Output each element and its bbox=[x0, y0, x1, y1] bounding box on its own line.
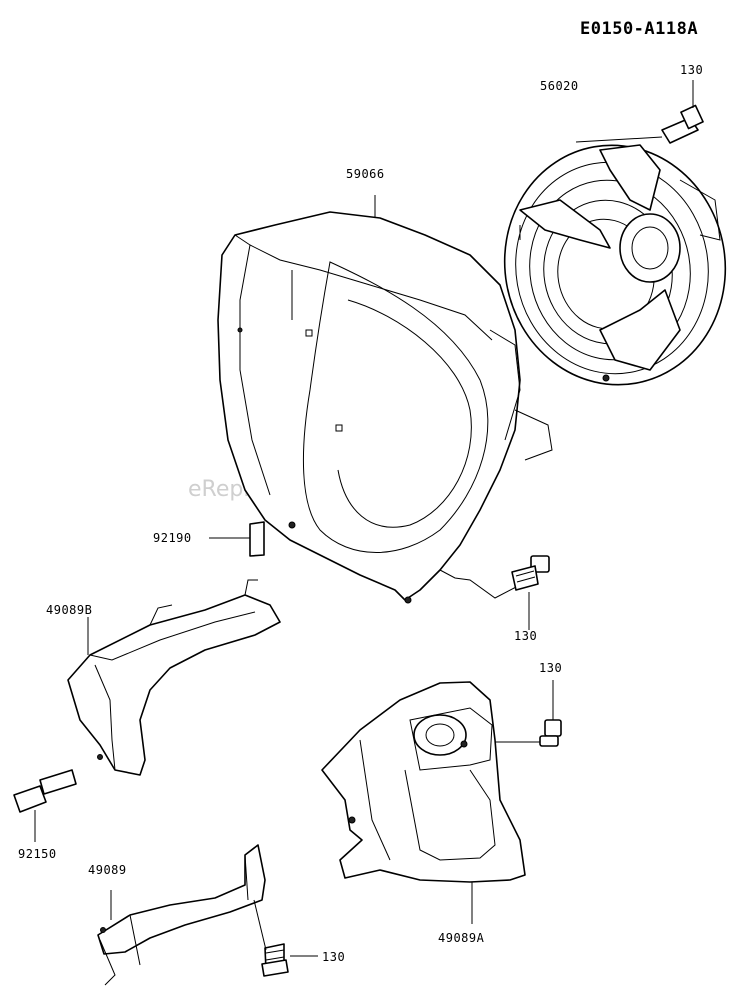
fan-housing-59066[interactable] bbox=[217, 195, 553, 604]
label-92150: 92150 bbox=[18, 847, 57, 861]
bolt-130-mid[interactable] bbox=[511, 555, 550, 630]
bolt-130-right[interactable] bbox=[488, 680, 562, 747]
spacer-92190[interactable] bbox=[209, 521, 265, 557]
label-49089: 49089 bbox=[88, 863, 127, 877]
diagram-code: E0150-A118A bbox=[580, 19, 698, 39]
label-59066: 59066 bbox=[346, 167, 385, 181]
label-130-right: 130 bbox=[539, 661, 562, 675]
label-130-top: 130 bbox=[680, 63, 703, 77]
bracket-49089[interactable] bbox=[97, 844, 266, 986]
label-56020: 56020 bbox=[540, 79, 579, 93]
label-130-bottom: 130 bbox=[322, 950, 345, 964]
label-49089B: 49089B bbox=[46, 603, 92, 617]
bolt-130-top[interactable] bbox=[575, 80, 704, 144]
recoil-cover-56020[interactable] bbox=[486, 128, 744, 403]
label-130-mid: 130 bbox=[514, 629, 537, 643]
bolt-130-bottom[interactable] bbox=[253, 899, 318, 977]
cover-49089B[interactable] bbox=[67, 579, 281, 776]
label-92190: 92190 bbox=[153, 531, 192, 545]
label-49089A: 49089A bbox=[438, 931, 485, 945]
cover-49089A[interactable] bbox=[321, 681, 526, 924]
stud-92150[interactable] bbox=[13, 769, 77, 842]
